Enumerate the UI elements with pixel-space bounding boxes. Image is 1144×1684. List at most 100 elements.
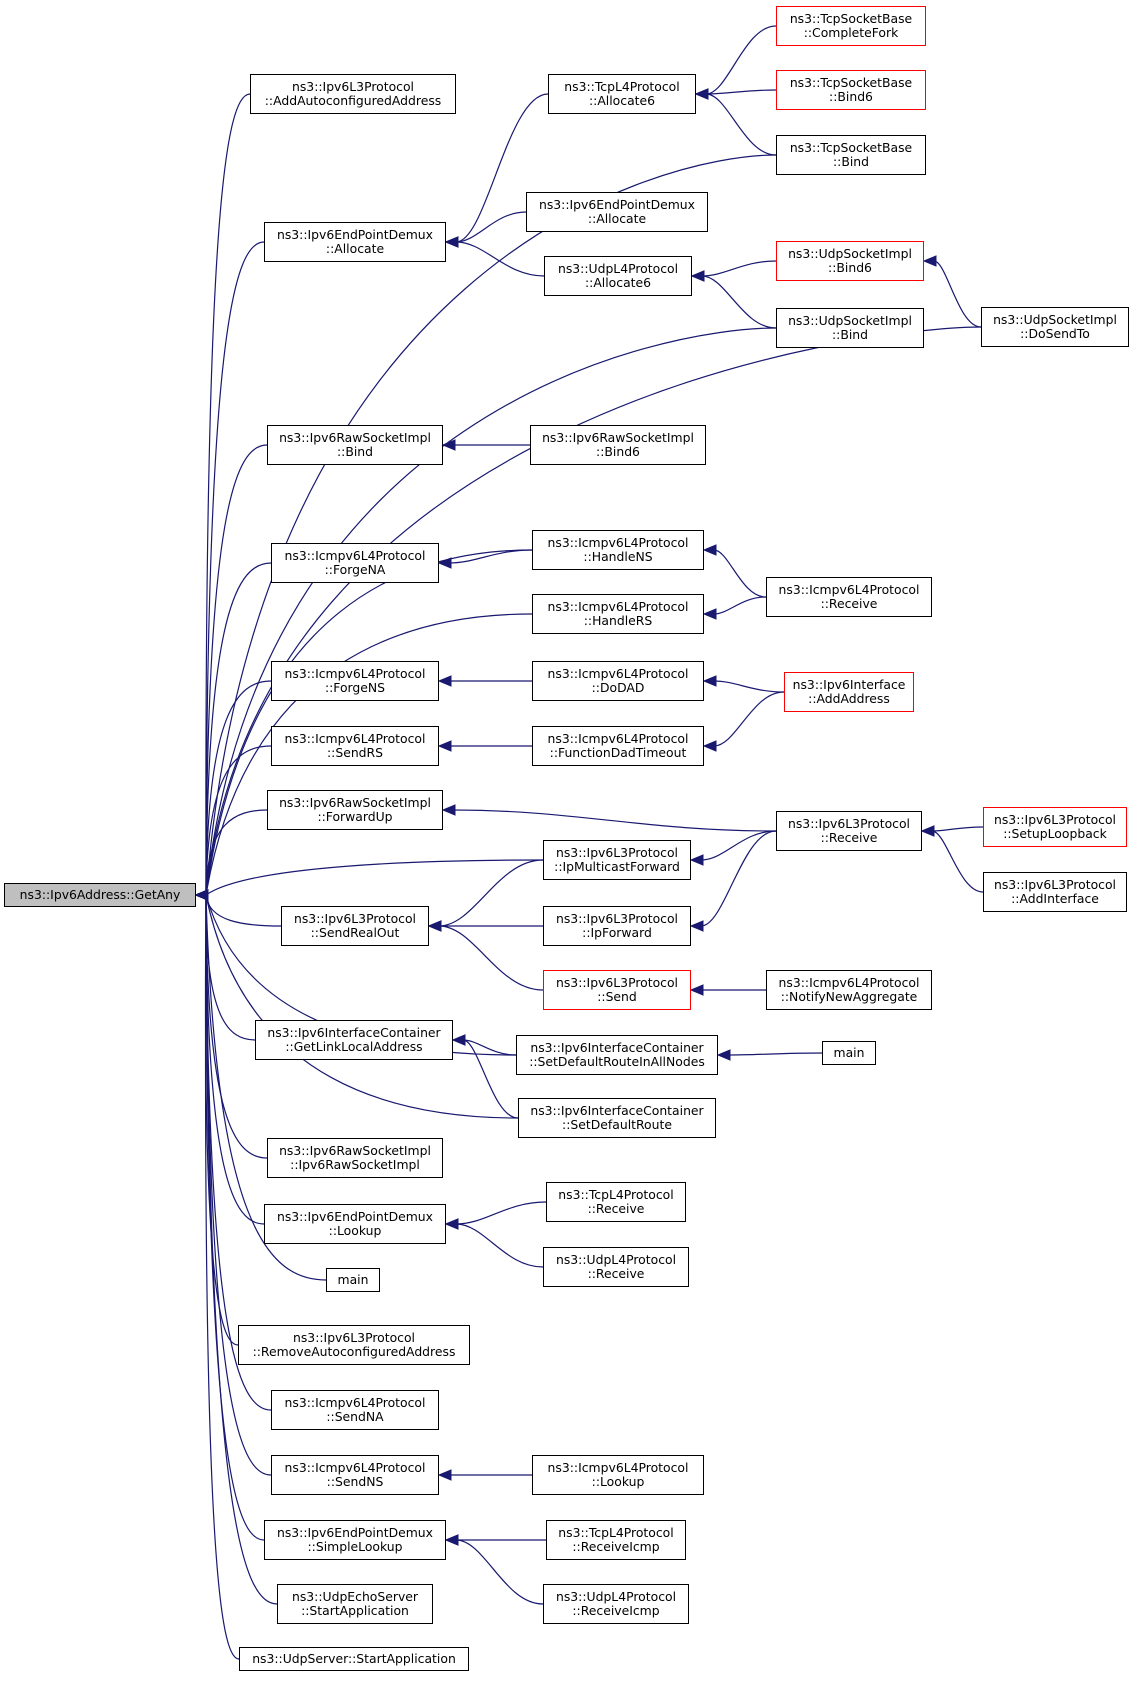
function-node[interactable]: ns3::TcpL4Protocol::Receive bbox=[546, 1182, 686, 1222]
call-edge bbox=[701, 275, 777, 329]
call-edge bbox=[204, 894, 240, 1660]
call-edge bbox=[205, 859, 544, 896]
function-node[interactable]: ns3::Ipv6RawSocketImpl::Ipv6RawSocketImp… bbox=[267, 1138, 443, 1178]
node-label-line: ns3::Ipv6L3Protocol bbox=[994, 876, 1116, 892]
function-node[interactable]: ns3::UdpSocketImpl::Bind6 bbox=[776, 241, 924, 281]
node-label-line: ns3::TcpSocketBase bbox=[789, 139, 913, 155]
function-node[interactable]: ns3::Ipv6EndPointDemux::Allocate bbox=[264, 222, 446, 262]
function-node[interactable]: ns3::Ipv6InterfaceContainer::SetDefaultR… bbox=[518, 1098, 716, 1138]
node-label-line: ns3::Ipv6L3Protocol bbox=[556, 844, 678, 860]
function-node[interactable]: ns3::Ipv6EndPointDemux::Lookup bbox=[264, 1204, 446, 1244]
node-label-line: ns3::TcpSocketBase bbox=[789, 10, 913, 26]
function-node[interactable]: ns3::Icmpv6L4Protocol::SendNS bbox=[271, 1455, 439, 1495]
node-label-line: ::Bind bbox=[831, 327, 868, 342]
function-node[interactable]: ns3::UdpL4Protocol::ReceiveIcmp bbox=[543, 1584, 689, 1624]
call-edge bbox=[705, 93, 777, 156]
node-label-line: ns3::UdpSocketImpl bbox=[993, 311, 1117, 327]
function-node[interactable]: ns3::Icmpv6L4Protocol::FunctionDadTimeou… bbox=[532, 726, 704, 766]
function-node[interactable]: ns3::TcpSocketBase::Bind bbox=[776, 135, 926, 175]
function-node[interactable]: ns3::TcpL4Protocol::Allocate6 bbox=[548, 74, 696, 114]
function-node[interactable]: ns3::UdpSocketImpl::DoSendTo bbox=[981, 307, 1129, 347]
arrowhead-icon bbox=[437, 557, 452, 569]
function-node[interactable]: ns3::Icmpv6L4Protocol::Receive bbox=[766, 577, 932, 617]
arrowhead-icon bbox=[427, 920, 442, 932]
function-node[interactable]: ns3::Ipv6InterfaceContainer::GetLinkLoca… bbox=[255, 1020, 453, 1060]
function-node[interactable]: ns3::Icmpv6L4Protocol::NotifyNewAggregat… bbox=[766, 970, 932, 1010]
function-node[interactable]: ns3::Ipv6RawSocketImpl::Bind6 bbox=[530, 425, 706, 465]
node-label-line: ns3::Ipv6EndPointDemux bbox=[538, 196, 695, 212]
call-edge bbox=[701, 260, 777, 277]
node-label-line: ::GetLinkLocalAddress bbox=[285, 1039, 423, 1054]
function-node[interactable]: ns3::TcpSocketBase::CompleteFork bbox=[776, 6, 926, 46]
function-node[interactable]: ns3::Icmpv6L4Protocol::SendRS bbox=[271, 726, 439, 766]
function-node[interactable]: ns3::UdpEchoServer::StartApplication bbox=[277, 1584, 433, 1624]
call-edge bbox=[727, 1052, 823, 1056]
node-label-line: ::SetDefaultRoute bbox=[562, 1117, 672, 1132]
call-edge bbox=[448, 549, 533, 564]
node-label-line: ::Receive bbox=[587, 1201, 645, 1216]
arrowhead-icon bbox=[194, 889, 209, 901]
call-edge bbox=[452, 809, 777, 832]
function-node[interactable]: ns3::Ipv6L3Protocol::Receive bbox=[776, 811, 922, 851]
function-node[interactable]: ns3::Icmpv6L4Protocol::Lookup bbox=[532, 1455, 704, 1495]
function-node[interactable]: ns3::Ipv6L3Protocol::IpMulticastForward bbox=[543, 840, 691, 880]
node-label-line: ns3::TcpL4Protocol bbox=[558, 1524, 674, 1540]
arrowhead-icon bbox=[444, 236, 459, 248]
arrowhead-icon bbox=[444, 1218, 459, 1230]
function-node[interactable]: main bbox=[822, 1041, 876, 1065]
function-node[interactable]: ns3::Ipv6L3Protocol::IpForward bbox=[543, 906, 691, 946]
function-node[interactable]: ns3::Ipv6InterfaceContainer::SetDefaultR… bbox=[516, 1035, 718, 1075]
function-node[interactable]: ns3::TcpSocketBase::Bind6 bbox=[776, 70, 926, 110]
function-node[interactable]: ns3::UdpSocketImpl::Bind bbox=[776, 308, 924, 348]
function-node[interactable]: ns3::Ipv6EndPointDemux::Allocate bbox=[526, 192, 708, 232]
function-node[interactable]: ns3::Icmpv6L4Protocol::ForgeNS bbox=[271, 661, 439, 701]
node-label-line: ns3::UdpSocketImpl bbox=[788, 312, 912, 328]
node-label-line: ns3::Ipv6L3Protocol bbox=[294, 910, 416, 926]
function-node[interactable]: ns3::Ipv6RawSocketImpl::ForwardUp bbox=[267, 790, 443, 830]
node-label-line: ns3::Ipv6L3Protocol bbox=[556, 910, 678, 926]
node-label-line: ns3::Icmpv6L4Protocol bbox=[547, 1459, 689, 1475]
function-node[interactable]: ns3::Ipv6L3Protocol::Send bbox=[543, 970, 691, 1010]
function-node[interactable]: ns3::Ipv6EndPointDemux::SimpleLookup bbox=[264, 1520, 446, 1560]
node-label-line: ns3::UdpL4Protocol bbox=[557, 260, 679, 276]
node-label-line: ::FunctionDadTimeout bbox=[549, 745, 687, 760]
arrowhead-icon bbox=[437, 740, 452, 752]
function-node[interactable]: ns3::Ipv6L3Protocol::AddInterface bbox=[983, 872, 1127, 912]
node-label-line: ns3::Icmpv6L4Protocol bbox=[284, 665, 426, 681]
function-node[interactable]: ns3::Ipv6Interface::AddAddress bbox=[784, 672, 914, 712]
node-label-line: ::SendRealOut bbox=[310, 925, 400, 940]
function-node[interactable]: ns3::Ipv6L3Protocol::SetupLoopback bbox=[983, 807, 1127, 847]
function-node[interactable]: ns3::UdpL4Protocol::Allocate6 bbox=[544, 256, 692, 296]
root-function-node[interactable]: ns3::Ipv6Address::GetAny bbox=[4, 883, 196, 907]
function-node[interactable]: ns3::Ipv6RawSocketImpl::Bind bbox=[267, 425, 443, 465]
function-node[interactable]: ns3::UdpL4Protocol::Receive bbox=[543, 1247, 689, 1287]
function-node[interactable]: ns3::UdpServer::StartApplication bbox=[239, 1647, 469, 1671]
call-edge bbox=[205, 93, 251, 896]
node-label-line: ns3::UdpEchoServer bbox=[291, 1588, 419, 1604]
arrowhead-icon bbox=[437, 1469, 452, 1481]
arrowhead-icon bbox=[716, 1049, 731, 1061]
node-label-line: ns3::Ipv6L3Protocol bbox=[292, 78, 414, 94]
node-label-line: ns3::Ipv6L3Protocol bbox=[994, 811, 1116, 827]
call-edge bbox=[705, 25, 777, 95]
function-node[interactable]: ns3::Ipv6L3Protocol::AddAutoconfiguredAd… bbox=[250, 74, 456, 114]
function-node[interactable]: ns3::Icmpv6L4Protocol::HandleRS bbox=[532, 594, 704, 634]
node-label-line: ::RemoveAutoconfiguredAddress bbox=[252, 1344, 456, 1359]
function-node[interactable]: ns3::Icmpv6L4Protocol::ForgeNA bbox=[271, 543, 439, 583]
arrowhead-icon bbox=[702, 608, 717, 620]
node-label-line: ::DoSendTo bbox=[1020, 326, 1090, 341]
function-node[interactable]: ns3::Icmpv6L4Protocol::DoDAD bbox=[532, 661, 704, 701]
function-node[interactable]: ns3::Icmpv6L4Protocol::SendNA bbox=[271, 1390, 439, 1430]
arrowhead-icon bbox=[437, 675, 452, 687]
function-node[interactable]: ns3::Icmpv6L4Protocol::HandleNS bbox=[532, 530, 704, 570]
node-label-line: ns3::Icmpv6L4Protocol bbox=[284, 1394, 426, 1410]
node-label-line: ::StartApplication bbox=[301, 1603, 409, 1618]
function-node[interactable]: ns3::TcpL4Protocol::ReceiveIcmp bbox=[546, 1520, 686, 1560]
call-edge bbox=[713, 680, 785, 693]
function-node[interactable]: ns3::Ipv6L3Protocol::RemoveAutoconfigure… bbox=[238, 1325, 470, 1365]
node-label-line: ::ForgeNA bbox=[324, 562, 386, 577]
function-node[interactable]: main bbox=[326, 1268, 380, 1292]
function-node[interactable]: ns3::Ipv6L3Protocol::SendRealOut bbox=[281, 906, 429, 946]
node-label-line: ::AddAddress bbox=[808, 691, 890, 706]
